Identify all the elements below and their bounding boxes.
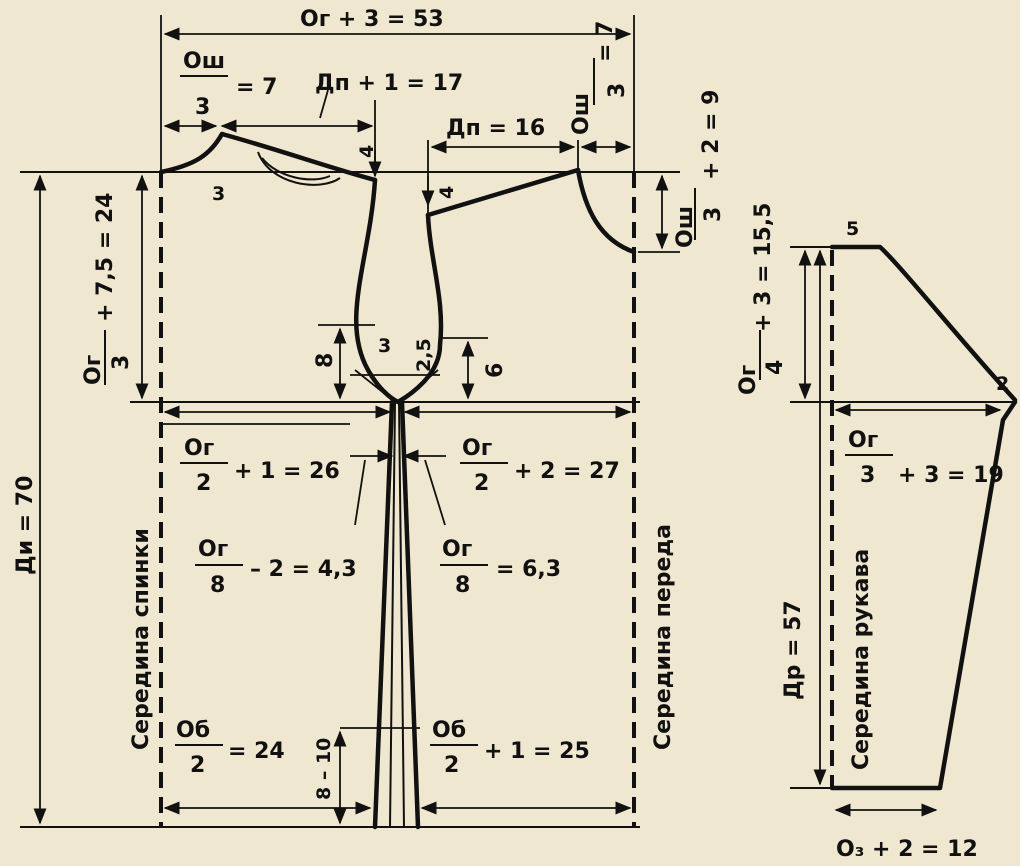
sleeve-underarm-seam	[829, 399, 1018, 791]
label-sleeve-underarm: 2	[996, 373, 1009, 395]
label-front-side-den: 8	[455, 573, 470, 598]
sleeve-cap	[829, 244, 1018, 403]
label-front-chest-den: 2	[474, 471, 489, 496]
label-sleeve-cap-den: 4	[763, 360, 788, 375]
label-product-length: Ди = 70	[13, 476, 38, 575]
label-back-chest-num: Ог	[184, 436, 214, 461]
front-shoulder-seam	[425, 167, 581, 218]
label-slit: 8 – 10	[313, 738, 335, 800]
label-back-hip-val: = 24	[228, 739, 285, 764]
back-shoulder-seam	[219, 131, 378, 183]
label-sleeve-width-val: + 3 = 19	[898, 463, 1004, 488]
label-front-neck-top-num: Ош	[569, 93, 594, 135]
label-sleeve-center: Середина рукава	[849, 549, 874, 770]
label-shoulder-drop-back: 4	[356, 145, 378, 158]
label-back-side-num: Ог	[198, 537, 228, 562]
label-front-chest-num: Ог	[462, 436, 492, 461]
bodice-frame	[20, 15, 680, 828]
label-back-chest-val: + 1 = 26	[234, 459, 340, 484]
label-front-hip-val: + 1 = 25	[484, 739, 590, 764]
label-sleeve-width-num: Ог	[848, 428, 878, 453]
front-side-seam	[399, 399, 421, 830]
label-front-chest-val: + 2 = 27	[514, 459, 620, 484]
back-side-seam	[372, 399, 395, 830]
label-front-neck-top-den: 3	[605, 83, 630, 98]
label-sleeve-width-den: 3	[860, 463, 875, 488]
label-shoulder-front: Дп = 16	[446, 116, 545, 141]
label-front-center: Середина переда	[651, 524, 676, 750]
label-front-neck-depth-num: Ош	[673, 206, 698, 248]
label-sleeve-cap-num: Ог	[736, 365, 761, 395]
armhole-curve	[354, 177, 444, 405]
label-sleeve-cap-offset: 5	[846, 218, 859, 240]
label-armhole-side-back: 8	[313, 353, 338, 368]
label-top-width: Ог + 3 = 53	[300, 7, 444, 32]
label-front-neck-top-val: = 7	[593, 21, 618, 62]
label-back-side-den: 8	[210, 573, 225, 598]
label-back-side-val: – 2 = 4,3	[250, 557, 357, 582]
label-neck-val: = 7	[236, 75, 277, 100]
label-back-neck-depth: 3	[212, 183, 225, 205]
label-sleeve-bottom: О₃ + 2 = 12	[836, 837, 978, 862]
label-sleeve-cap-val: + 3 = 15,5	[751, 203, 776, 332]
label-back-center: Середина спинки	[129, 528, 154, 750]
label-armhole-depth-num: Ог	[81, 355, 106, 385]
label-front-hip-num: Об	[432, 718, 466, 743]
label-front-side-num: Ог	[442, 537, 472, 562]
label-shoulder-drop-front: 4	[436, 186, 458, 199]
label-armhole-depth-val: + 7,5 = 24	[93, 193, 118, 322]
label-front-hip-den: 2	[444, 753, 459, 778]
label-neck-num: Ош	[183, 49, 225, 74]
label-back-neck-offset: 3	[195, 95, 210, 120]
label-sleeve-length: Др = 57	[781, 600, 806, 700]
label-armhole-curve-back: 3	[378, 335, 391, 357]
label-armhole-depth-den: 3	[109, 355, 134, 370]
label-armhole-side-front: 6	[483, 363, 508, 378]
front-neckline	[575, 167, 637, 255]
label-front-neck-depth-val: + 2 = 9	[699, 90, 724, 180]
label-armhole-curve-front: 2,5	[413, 338, 435, 372]
label-back-chest-den: 2	[196, 471, 211, 496]
label-back-hip-den: 2	[190, 753, 205, 778]
label-back-hip-num: Об	[176, 718, 210, 743]
sleeve	[759, 244, 1018, 817]
label-shoulder-back: Дп + 1 = 17	[315, 71, 463, 96]
label-front-neck-depth-den: 3	[701, 207, 726, 222]
back-neckline	[158, 131, 225, 175]
label-front-side-val: = 6,3	[496, 557, 561, 582]
